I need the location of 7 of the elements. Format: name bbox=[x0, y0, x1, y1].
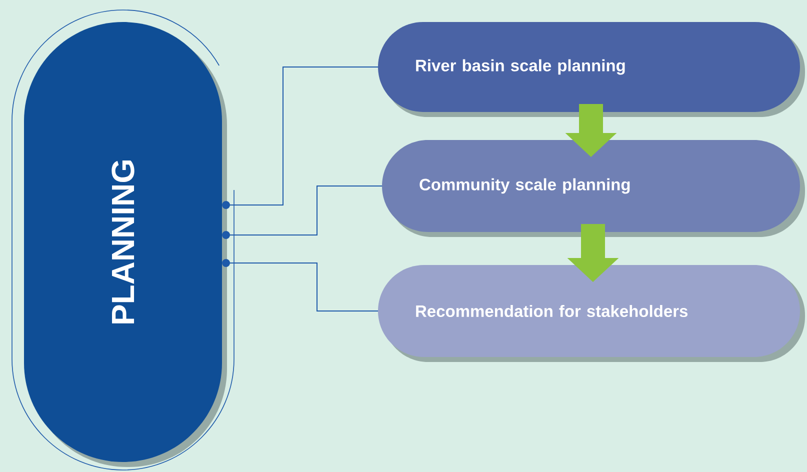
process-box: River basin scale planning bbox=[378, 22, 805, 117]
connector-line bbox=[222, 66, 378, 209]
process-box: Community scale planning bbox=[382, 140, 805, 237]
connector-line bbox=[222, 186, 382, 239]
planning-capsule: PLANNING bbox=[24, 22, 227, 467]
process-box: Recommendation for stakeholders bbox=[378, 265, 805, 362]
connector-line bbox=[222, 259, 378, 312]
